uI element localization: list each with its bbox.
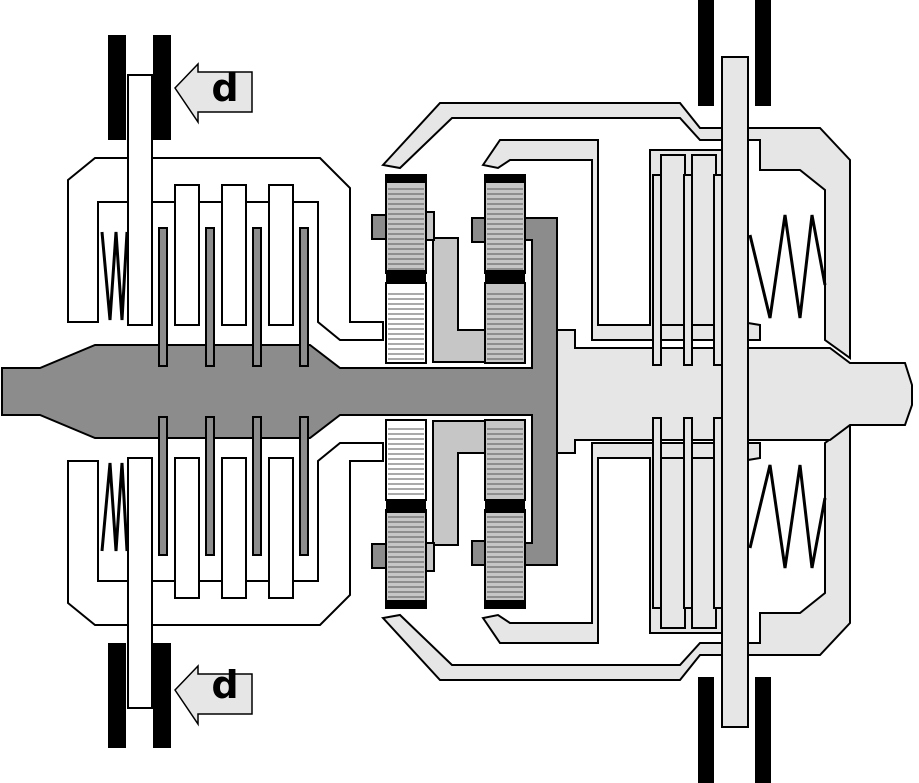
left-piston-rod-bottom (127, 457, 153, 709)
left-bar-bottom-right (153, 643, 171, 748)
right-disc-bottom-3 (713, 417, 723, 609)
left-disc-bottom-2 (205, 416, 215, 556)
right-disc-top-2 (683, 174, 693, 366)
left-plate-bottom-1 (174, 457, 200, 599)
left-plate-top-1 (174, 184, 200, 326)
left-plate-bottom-2 (221, 457, 247, 599)
left-disc-top-1 (158, 227, 168, 367)
left-spring-top (100, 231, 129, 321)
left-bar-top-left (108, 35, 126, 140)
right-disc-top-3 (713, 174, 723, 366)
right-spring-top (748, 214, 827, 319)
right-plate-2 (691, 154, 717, 326)
carrier-stub-bottom (371, 543, 387, 569)
pressure-arrow-upper: p (174, 62, 253, 125)
left-disc-top-4 (299, 227, 309, 367)
left-piston-rod-top (127, 74, 153, 326)
right-bar-top-left (698, 0, 714, 106)
carrier-stub-bottom-2 (471, 540, 487, 566)
pressure-label-lower: p (211, 668, 238, 712)
left-plate-top-2 (221, 184, 247, 326)
gear-right-mid-top (484, 282, 526, 364)
left-spring-bottom (100, 462, 129, 552)
carrier-stub-top (371, 214, 387, 240)
right-housing-top (381, 102, 851, 360)
pressure-arrow-lower: p (174, 664, 253, 727)
right-piston-rod (721, 56, 749, 728)
left-disc-top-3 (252, 227, 262, 367)
left-disc-bottom-1 (158, 416, 168, 556)
right-bar-bottom-left (698, 677, 714, 783)
gear-right-mid-bottom (484, 419, 526, 501)
left-bar-top-right (153, 35, 171, 140)
gear-teeth (388, 188, 523, 598)
right-disc-top-1 (652, 174, 662, 366)
left-plate-bottom-3 (268, 457, 294, 599)
left-disc-bottom-4 (299, 416, 309, 556)
right-disc-bottom-1 (652, 417, 662, 609)
pressure-label-upper: p (211, 71, 238, 115)
right-housing-bottom (381, 423, 851, 681)
left-disc-top-2 (205, 227, 215, 367)
gear-left-mid-bottom (385, 419, 427, 501)
right-bar-top-right (755, 0, 771, 106)
right-spring-bottom (748, 464, 827, 569)
left-bar-bottom-left (108, 643, 126, 748)
right-plate-4 (691, 457, 717, 629)
carrier-stub-top-2 (471, 217, 487, 243)
left-disc-bottom-3 (252, 416, 262, 556)
right-disc-bottom-2 (683, 417, 693, 609)
gear-left-mid-top (385, 282, 427, 364)
left-plate-top-3 (268, 184, 294, 326)
right-plate-1 (660, 154, 686, 326)
right-plate-3 (660, 457, 686, 629)
right-bar-bottom-right (755, 677, 771, 783)
